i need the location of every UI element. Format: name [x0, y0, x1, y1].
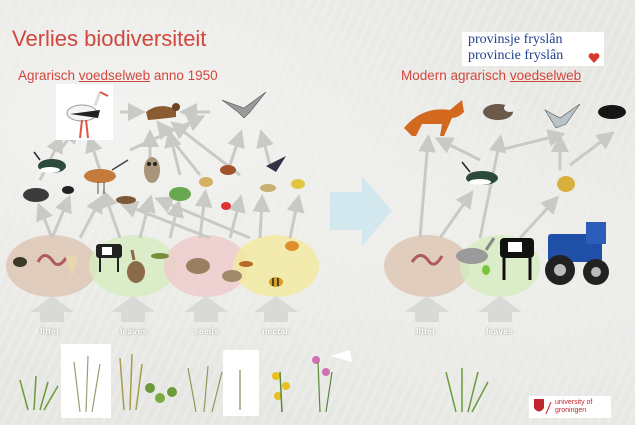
lapwing-icon-modern [462, 162, 498, 185]
resource-label-nectar: nectar [262, 326, 289, 336]
web-arrows-modern [420, 135, 610, 238]
godwit-icon [84, 160, 128, 194]
songbird-icon [199, 156, 305, 192]
resource-label-litter-modern: litter [416, 326, 436, 336]
heading-1950-suffix: anno 1950 [150, 68, 218, 83]
heading-1950: Agrarisch voedselweb anno 1950 [18, 68, 218, 83]
bee-icon [269, 277, 283, 287]
owl-icon [144, 157, 160, 183]
heart-icon [588, 52, 600, 64]
badger-icon [483, 104, 516, 120]
resource-label-leaves-modern: leaves [486, 326, 513, 336]
duckling-icon [557, 176, 575, 192]
shield-icon [532, 398, 552, 416]
heading-modern-prefix: Modern agrarisch [401, 68, 510, 83]
grasshopper-icon [151, 253, 169, 259]
heading-1950-underlined: voedselweb [79, 68, 150, 83]
stork-icon [56, 84, 113, 140]
university-line-1: university of [555, 399, 592, 406]
slide-title: Verlies biodiversiteit [12, 26, 206, 52]
lapwing-icon [34, 152, 66, 173]
weasel-icon [146, 103, 180, 120]
fox-icon [404, 100, 464, 136]
logo-line-1: provinsje fryslân [468, 32, 562, 48]
university-line-2: groningen [555, 407, 586, 414]
resource-label-seeds: seeds [194, 326, 219, 336]
fryslan-logo: provinsje fryslân provincie fryslân [462, 32, 604, 66]
resource-label-litter: litter [40, 326, 60, 336]
heading-modern: Modern agrarisch voedselweb [401, 68, 581, 83]
frog-icon [169, 187, 191, 201]
harrier-icon [222, 92, 266, 118]
tractor-icon [545, 222, 609, 285]
logo-line-2: provincie fryslân [468, 48, 563, 64]
resource-arrows [30, 296, 522, 322]
litter-ellipse-modern [384, 235, 470, 297]
heading-modern-underlined: voedselweb [510, 68, 581, 83]
transition-arrow [330, 176, 392, 246]
crow-icon [598, 105, 626, 119]
resource-label-leaves: leaves [120, 326, 147, 336]
plant-icon [20, 344, 488, 418]
heading-1950-prefix: Agrarisch [18, 68, 79, 83]
shrew-icon [116, 196, 136, 204]
mole-icon [23, 188, 49, 202]
harrier-icon-modern [545, 104, 580, 128]
